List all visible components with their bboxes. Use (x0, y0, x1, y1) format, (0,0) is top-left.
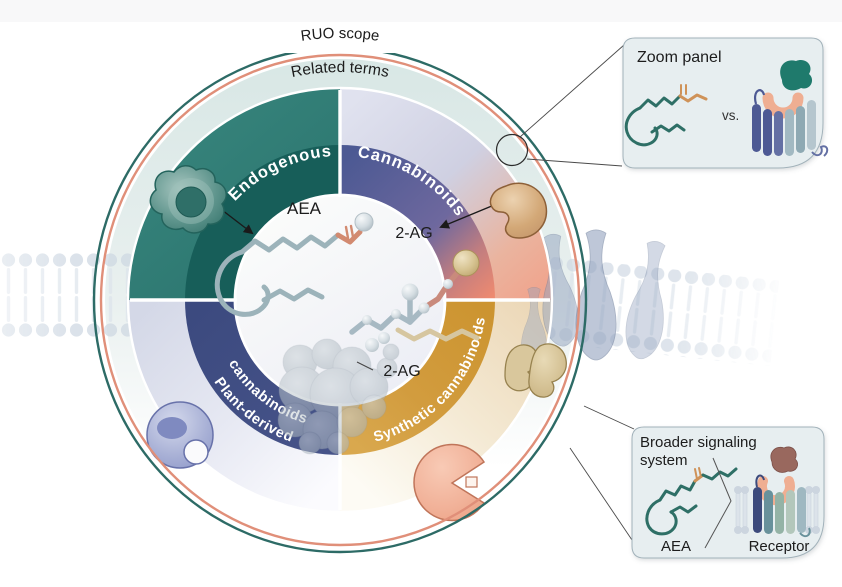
synthetic-receptor-pair-icon (504, 343, 567, 398)
two-ag-lower-connector (356, 361, 374, 371)
aea-arrow (221, 209, 254, 235)
salmon-receptor-icon (413, 443, 486, 522)
two-ag-lower-label: 2-AG (383, 363, 420, 380)
cannabinoid-receptor-icon (489, 182, 548, 239)
plant-cell-icon (146, 401, 214, 469)
ligand-molecule-icon (624, 84, 708, 147)
aea-panel-label: AEA (661, 538, 691, 555)
two-ag-upper-label: 2-AG (395, 225, 432, 242)
aea-label: AEA (287, 199, 322, 218)
signaling-panel: Broader signaling system (631, 426, 825, 559)
signaling-panel-title-line1: Broader signaling (640, 434, 757, 451)
zoom-panel-title: Zoom panel (637, 49, 722, 66)
endogenous-cell-icon (149, 165, 227, 234)
ruo-label-gap (283, 40, 397, 53)
zoom-panel-frame (622, 37, 824, 169)
aea-ligand-icon (645, 467, 738, 536)
vs-label: vs. (722, 108, 739, 123)
ruo-scope-label: RUO scope (300, 25, 381, 45)
zoom-panel: Zoom panel vs. (622, 37, 829, 169)
two-ag-molecule (349, 249, 480, 352)
signaling-panel-title-line2: system (640, 452, 688, 469)
two-ag-surface-model (277, 338, 400, 455)
salmon-ring (99, 53, 581, 547)
receptor-cartoon-icon (752, 60, 829, 157)
receptor-panel-label: Receptor (749, 538, 810, 555)
zoom-indicator-circle (495, 133, 529, 167)
signaling-callout-lines (569, 405, 635, 541)
zoom-callout-lines (519, 44, 625, 167)
receptor-in-membrane-icon (734, 446, 820, 538)
aea-molecule (214, 212, 374, 317)
panel-divider-line (704, 457, 732, 549)
related-terms-label: Related terms (290, 59, 391, 81)
top-edge-band (0, 0, 842, 22)
